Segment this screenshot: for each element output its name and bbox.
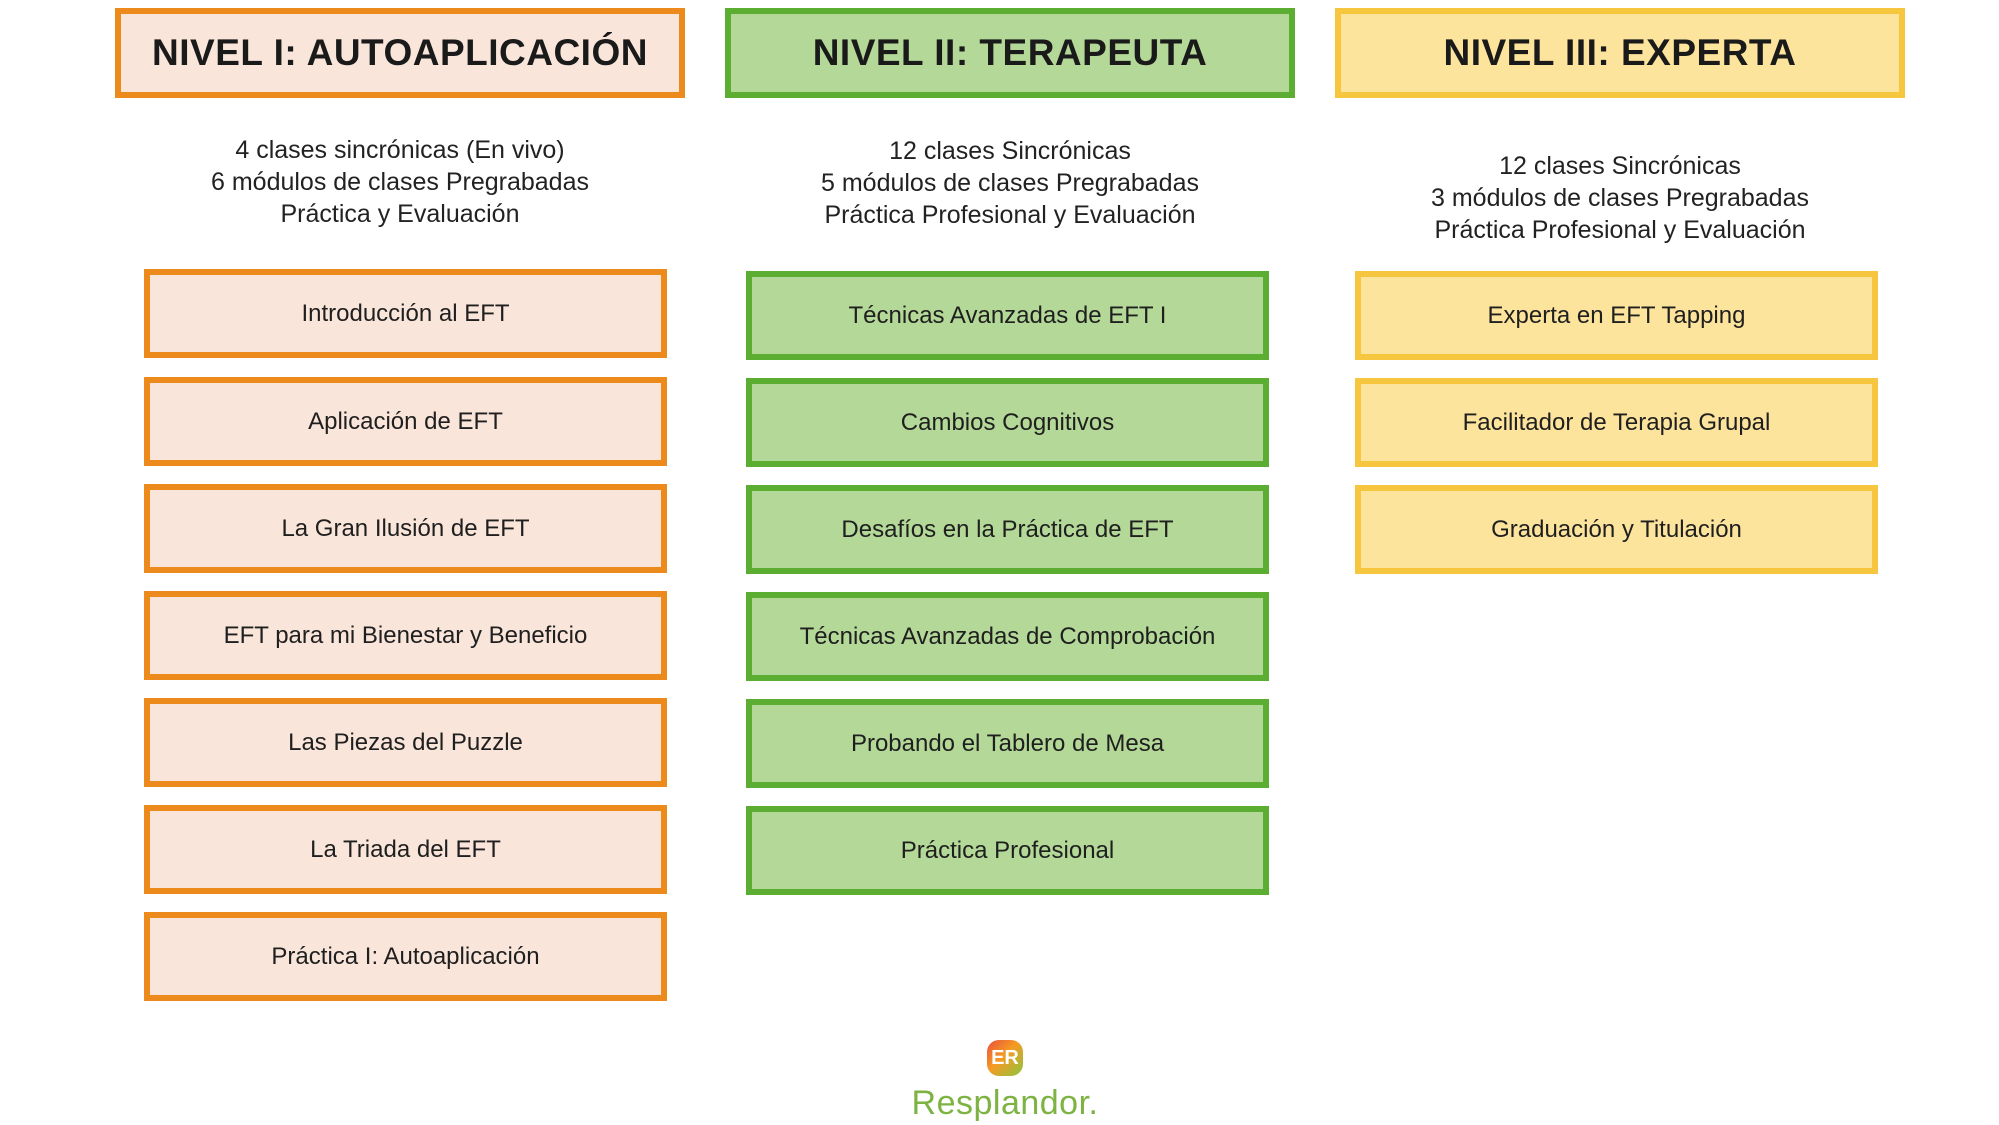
module-box: Desafíos en la Práctica de EFT xyxy=(746,485,1269,574)
level-1-desc-line: 6 módulos de clases Pregrabadas xyxy=(210,168,589,196)
module-box: Aplicación de EFT xyxy=(144,377,667,466)
level-3-desc-line: 3 módulos de clases Pregrabadas xyxy=(1430,184,1809,212)
level-3-desc-line: Práctica Profesional y Evaluación xyxy=(1434,216,1806,244)
module-box: La Triada del EFT xyxy=(144,805,667,894)
level-1-desc-line: Práctica y Evaluación xyxy=(280,200,520,228)
module-box: Las Piezas del Puzzle xyxy=(144,698,667,787)
module-box: La Gran Ilusión de EFT xyxy=(144,484,667,573)
logo-mark-icon: ER xyxy=(987,1040,1023,1076)
module-box: Probando el Tablero de Mesa xyxy=(746,699,1269,788)
resplandor-logo: ER Resplandor. xyxy=(900,1040,1100,1122)
module-box: Experta en EFT Tapping xyxy=(1355,271,1878,360)
level-1-title: NIVEL I: AUTOAPLICACIÓN xyxy=(115,8,685,98)
level-3-desc-line: 12 clases Sincrónicas xyxy=(1499,152,1741,180)
logo-text: Resplandor. xyxy=(911,1084,1099,1122)
module-box: Práctica Profesional xyxy=(746,806,1269,895)
level-2-desc-line: Práctica Profesional y Evaluación xyxy=(824,201,1196,229)
module-box: Técnicas Avanzadas de Comprobación xyxy=(746,592,1269,681)
module-box: Introducción al EFT xyxy=(144,269,667,358)
level-2-desc-line: 5 módulos de clases Pregrabadas xyxy=(820,169,1199,197)
level-3-description: 12 clases Sincrónicas 3 módulos de clase… xyxy=(1335,150,1905,246)
level-2-desc-line: 12 clases Sincrónicas xyxy=(889,137,1131,165)
level-2-title: NIVEL II: TERAPEUTA xyxy=(725,8,1295,98)
module-box: Cambios Cognitivos xyxy=(746,378,1269,467)
level-1-description: 4 clases sincrónicas (En vivo) 6 módulos… xyxy=(115,134,685,230)
module-box: Graduación y Titulación xyxy=(1355,485,1878,574)
level-3-title: NIVEL III: EXPERTA xyxy=(1335,8,1905,98)
level-2-description: 12 clases Sincrónicas 5 módulos de clase… xyxy=(725,135,1295,231)
module-box: EFT para mi Bienestar y Beneficio xyxy=(144,591,667,680)
module-box: Facilitador de Terapia Grupal xyxy=(1355,378,1878,467)
module-box: Práctica I: Autoaplicación xyxy=(144,912,667,1001)
module-box: Técnicas Avanzadas de EFT I xyxy=(746,271,1269,360)
level-1-desc-line: 4 clases sincrónicas (En vivo) xyxy=(235,136,565,164)
